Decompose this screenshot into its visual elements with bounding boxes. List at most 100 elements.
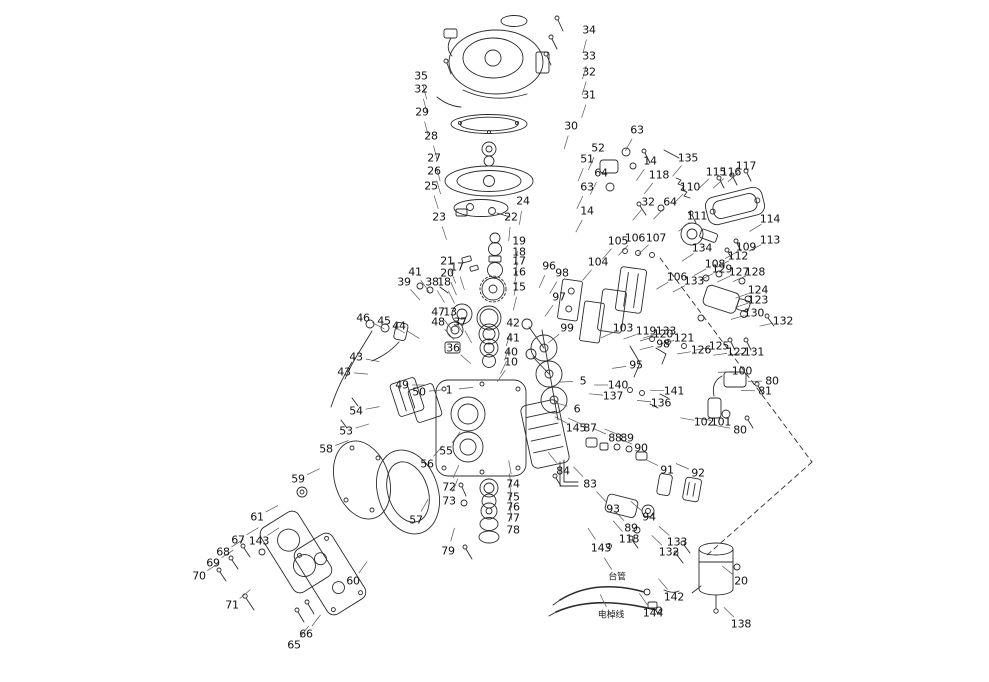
- part-number-label: 122: [726, 345, 748, 359]
- intake-reed-art: [557, 266, 687, 378]
- crankshaft-parts-art: [416, 232, 507, 368]
- part-number-label: 25: [424, 179, 438, 193]
- part-number-label: 18: [437, 275, 451, 289]
- part-number-label: 30: [564, 119, 578, 133]
- part-number-label: 46: [356, 311, 370, 325]
- part-number-label: 98: [555, 266, 569, 280]
- part-number-label: 78: [506, 523, 520, 537]
- part-number-label: 1: [445, 383, 453, 397]
- part-number-label: 114: [759, 212, 781, 226]
- part-number-label: 131: [743, 345, 765, 359]
- part-number-label: 108: [704, 257, 726, 271]
- part-number-label: 134: [691, 241, 713, 255]
- part-number-label: 141: [663, 384, 685, 398]
- part-number-label: 16: [512, 265, 526, 279]
- part-number-label: 144: [642, 606, 664, 620]
- part-number-label: 116: [720, 165, 742, 179]
- part-number-label: 98: [656, 337, 670, 351]
- part-number-label: 132: [658, 545, 680, 559]
- part-number-label: 45: [377, 314, 391, 328]
- part-number-label: 58: [319, 442, 333, 456]
- part-number-label: 89: [624, 521, 638, 535]
- crankcase-art: [389, 318, 570, 477]
- part-number-label: 52: [591, 141, 605, 155]
- part-number-label: 32: [641, 195, 655, 209]
- part-number-label: 93: [606, 502, 620, 516]
- part-number-label: 138: [730, 617, 752, 631]
- part-number-label: 34: [582, 23, 596, 37]
- part-number-label: 41: [408, 265, 422, 279]
- annotation-label: 电棹线: [597, 610, 625, 621]
- part-number-label: 137: [602, 389, 624, 403]
- part-number-label: 44: [392, 319, 406, 333]
- part-number-label: 145: [565, 421, 587, 435]
- flywheel-art: [444, 114, 534, 218]
- part-number-label: 57: [409, 513, 423, 527]
- part-number-label: 80: [765, 374, 779, 388]
- part-number-label: 130: [743, 306, 765, 320]
- part-number-label: 136: [650, 396, 672, 410]
- part-number-label: 91: [660, 463, 674, 477]
- hoses-art: [330, 319, 409, 429]
- part-number-label: 49: [395, 378, 409, 392]
- part-number-label: 6: [573, 402, 581, 416]
- part-number-label: 83: [583, 477, 597, 491]
- part-number-label: 99: [560, 321, 574, 335]
- part-number-label: 10: [504, 355, 518, 369]
- part-number-label: 14: [643, 154, 657, 168]
- electrical-bottom-art: [552, 437, 702, 564]
- wires-art: [548, 585, 680, 617]
- part-number-label: 53: [339, 424, 353, 438]
- part-number-label: 51: [580, 152, 594, 166]
- part-number-label: 38: [425, 275, 439, 289]
- part-number-label: 142: [663, 590, 685, 604]
- part-number-label: 118: [618, 532, 640, 546]
- part-number-label: 102: [693, 415, 715, 429]
- part-number-label: 111: [686, 209, 708, 223]
- part-number-label: 64: [594, 166, 608, 180]
- recoil-starter-art: [436, 15, 564, 108]
- part-number-label: 115: [705, 165, 727, 179]
- part-number-label: 117: [735, 159, 757, 173]
- part-number-label: 87: [583, 421, 597, 435]
- part-number-label: 109: [735, 240, 757, 254]
- part-number-label: 20: [734, 574, 748, 588]
- part-number-label: 81: [758, 384, 772, 398]
- part-number-label: 103: [612, 321, 634, 335]
- part-number-label: 106: [624, 231, 646, 245]
- part-number-label: 96: [542, 259, 556, 273]
- part-number-label: 118: [648, 168, 670, 182]
- part-number-label: 64: [663, 195, 677, 209]
- ignition-coil-art: [655, 270, 775, 365]
- part-number-label: 54: [349, 404, 363, 418]
- part-number-label: 90: [634, 441, 648, 455]
- part-number-label: 27: [427, 151, 441, 165]
- part-number-label: 124: [747, 283, 769, 297]
- part-number-label: 133: [683, 274, 705, 288]
- part-number-label: 104: [587, 255, 609, 269]
- part-number-label: 22: [504, 210, 518, 224]
- part-number-label: 101: [710, 415, 732, 429]
- part-number-label: 42: [506, 316, 520, 330]
- part-number-label: 28: [424, 129, 438, 143]
- part-number-label: 43: [349, 350, 363, 364]
- part-number-label: 128: [744, 265, 766, 279]
- part-number-label: 65: [287, 638, 301, 652]
- part-number-label: 71: [225, 598, 239, 612]
- part-number-label: 13: [443, 305, 457, 319]
- part-number-label: 88: [608, 431, 622, 445]
- cylinder-head-art: [216, 440, 440, 623]
- part-number-label: 140: [607, 378, 629, 392]
- part-number-label: 18: [512, 245, 526, 259]
- part-number-label: 59: [291, 472, 305, 486]
- electrical-top-art: [599, 147, 766, 260]
- part-number-label: 19: [512, 234, 526, 248]
- part-number-label: 69: [206, 556, 220, 570]
- part-number-label: 113: [759, 233, 781, 247]
- part-number-label: 40: [504, 345, 518, 359]
- thermostat-art: [458, 478, 500, 560]
- part-number-label: 143: [248, 534, 270, 548]
- part-number-label: 77: [506, 511, 520, 525]
- part-number-label: 94: [642, 510, 656, 524]
